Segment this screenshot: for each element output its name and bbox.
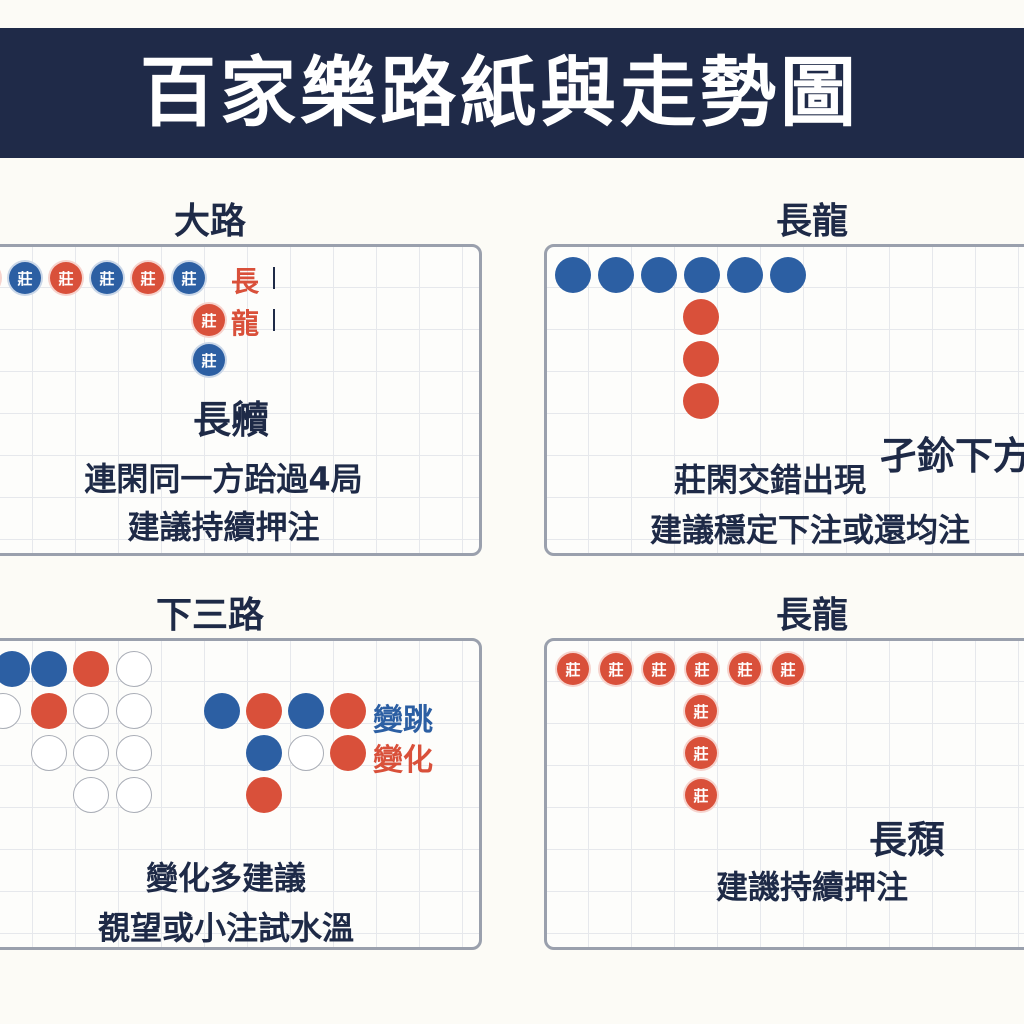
- bead-banker: 莊: [684, 651, 720, 687]
- description-line: 變化多建議: [145, 859, 306, 897]
- bead-empty: [73, 735, 109, 771]
- bead-empty: [116, 693, 152, 729]
- bead-player: 莊: [171, 260, 207, 296]
- bead-banker: 莊: [770, 651, 806, 687]
- bead-banker: [31, 693, 67, 729]
- description-line: 覩望或小注試水溫: [97, 909, 354, 947]
- bead-banker: [246, 693, 282, 729]
- bead-banker: 莊: [683, 735, 719, 771]
- bead-banker: 莊: [555, 651, 591, 687]
- bead-player: [770, 257, 806, 293]
- divider-mark: [273, 267, 275, 289]
- panel-lower-three-roads: 變跳 變化 變化多建議 覩望或小注試水溫: [0, 638, 482, 950]
- panel-description: 莊閑交錯出現 建議穩定下注或還均注: [547, 455, 993, 553]
- bead-banker: [330, 693, 366, 729]
- bead-banker: 莊: [191, 302, 227, 338]
- bead-banker: [683, 341, 719, 377]
- bead-player: 莊: [7, 260, 43, 296]
- bead-empty: [116, 735, 152, 771]
- bead-player: [246, 735, 282, 771]
- bead-banker: [683, 299, 719, 335]
- description-line: 連閑同一方跲過4局: [84, 460, 363, 498]
- title-banner: 百家樂路紙與走勢圖: [0, 28, 1024, 158]
- tag-change-jump: 變跳: [373, 703, 433, 738]
- bead-banker: [330, 735, 366, 771]
- bead-empty: [288, 735, 324, 771]
- bead-player: [204, 693, 240, 729]
- bead-empty: [116, 651, 152, 687]
- bead-player: 莊: [191, 342, 227, 378]
- bead-empty: [31, 735, 67, 771]
- bead-banker: 莊: [48, 260, 84, 296]
- bead-empty: [0, 693, 21, 729]
- bead-player: [288, 693, 324, 729]
- bead-empty: [116, 777, 152, 813]
- bead-player: [727, 257, 763, 293]
- tag-long: 龍: [231, 307, 260, 340]
- bead-banker: 莊: [683, 777, 719, 813]
- bead-banker: 莊: [683, 693, 719, 729]
- bead-player: [0, 651, 30, 687]
- panel-caption: 長頹: [869, 818, 946, 862]
- page-title: 百家樂路紙與走勢圖: [140, 48, 860, 137]
- description-line: 建譏持續押注: [715, 868, 908, 906]
- bead-banker: [683, 383, 719, 419]
- bead-banker: 莊: [0, 260, 2, 296]
- description-line: 建議持續押注: [127, 508, 320, 546]
- tag-chang: 長: [231, 265, 260, 298]
- description-line: 建議穩定下注或還均注: [649, 511, 970, 549]
- bead-empty: [73, 693, 109, 729]
- heading-long-dragon-1: 長龍: [775, 201, 848, 242]
- bead-player: [555, 257, 591, 293]
- overlay-text: 孑鉩下方: [879, 434, 1024, 478]
- bead-banker: 莊: [130, 260, 166, 296]
- tag-change: 變化: [373, 743, 433, 778]
- description-line: 莊閑交錯出現: [673, 461, 866, 499]
- panel-long-dragon-red: 莊莊莊莊莊莊 莊莊莊 長頹 建譏持續押注: [544, 638, 1024, 950]
- heading-long-dragon-2: 長龍: [775, 595, 848, 636]
- bead-banker: 莊: [598, 651, 634, 687]
- bead-player: [684, 257, 720, 293]
- panel-caption: 長贕: [193, 398, 270, 442]
- bead-player: 莊: [89, 260, 125, 296]
- bead-player: [641, 257, 677, 293]
- bead-player: [31, 651, 67, 687]
- panel-description: 變化多建議 覩望或小注試水溫: [0, 853, 461, 947]
- panel-description: 建譏持續押注: [547, 863, 1024, 911]
- heading-lower-three-roads: 下三路: [155, 595, 264, 636]
- bead-banker: [246, 777, 282, 813]
- bead-banker: [73, 651, 109, 687]
- panel-long-dragon-blue: 孑鉩下方 莊閑交錯出現 建議穩定下注或還均注: [544, 244, 1024, 556]
- panel-description: 連閑同一方跲過4局 建議持續押注: [0, 455, 456, 551]
- bead-banker: 莊: [727, 651, 763, 687]
- divider-mark: [273, 309, 275, 331]
- heading-big-road: 大路: [173, 201, 246, 242]
- bead-player: [598, 257, 634, 293]
- bead-banker: 莊: [641, 651, 677, 687]
- bead-empty: [73, 777, 109, 813]
